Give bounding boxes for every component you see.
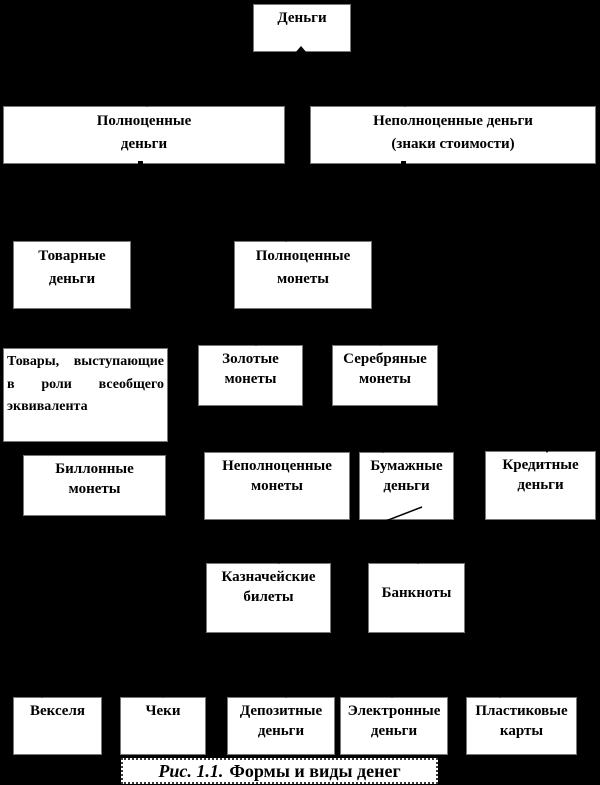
arrowhead-down-icon bbox=[542, 445, 552, 453]
node-label-line: Серебряные bbox=[343, 351, 427, 367]
node-label-line: Электронные bbox=[347, 703, 441, 719]
node-label-line: карты bbox=[499, 723, 544, 740]
arrowhead-down-icon bbox=[251, 338, 261, 346]
node-money: Деньги bbox=[253, 4, 351, 52]
node-label-line: Товарные bbox=[38, 248, 106, 264]
arrowhead-down-icon bbox=[387, 690, 397, 698]
node-label-line: Пластиковые bbox=[475, 703, 568, 719]
node-label-line: Неполноценные деньги bbox=[373, 113, 533, 129]
node-label-line: (знаки стоимости) bbox=[391, 136, 515, 153]
node-deposit-money: Депозитные деньги bbox=[227, 697, 335, 755]
node-commodity-money: Товарные деньги bbox=[13, 241, 131, 309]
figure-caption-title: Формы и виды денег bbox=[229, 760, 401, 781]
arrowhead-down-icon bbox=[400, 99, 410, 107]
node-label-line: Неполноценные bbox=[222, 458, 332, 474]
node-label-line: билеты bbox=[243, 589, 294, 606]
node-plastic-cards: Пластиковые карты bbox=[466, 697, 577, 755]
node-label-line: Золотые bbox=[222, 351, 279, 367]
node-label-line: деньги bbox=[383, 478, 430, 495]
node-label-line: деньги bbox=[257, 723, 305, 740]
node-credit-money: Кредитные деньги bbox=[485, 451, 596, 520]
node-banknotes: Банкноты bbox=[368, 563, 465, 633]
node-inferior-money: Неполноценные деньги (знаки стоимости) bbox=[310, 106, 596, 164]
figure-caption-number: Рис. 1.1. bbox=[158, 760, 224, 781]
arrowhead-down-icon bbox=[281, 234, 291, 242]
node-label-line: монеты bbox=[359, 371, 411, 388]
node-label-line: эквивалента bbox=[7, 399, 88, 415]
arrowhead-down-icon bbox=[142, 99, 152, 107]
node-label-line: деньги bbox=[48, 271, 96, 288]
node-label-line: Чеки bbox=[145, 703, 181, 719]
arrowhead-down-icon bbox=[281, 690, 291, 698]
node-label-line: деньги bbox=[370, 723, 418, 740]
node-silver-coins: Серебряные монеты bbox=[332, 345, 438, 406]
node-label-line: Биллонные bbox=[55, 461, 134, 477]
node-label-line: Полноценные bbox=[255, 248, 351, 264]
node-label-line: деньги bbox=[120, 136, 168, 153]
node-cheques: Чеки bbox=[120, 697, 206, 755]
node-label-line: монеты bbox=[68, 481, 121, 498]
node-label-line: Векселя bbox=[30, 703, 85, 719]
node-full-coins: Полноценные монеты bbox=[234, 241, 372, 309]
arrowhead-down-icon bbox=[378, 445, 388, 453]
node-label-line: Кредитные bbox=[502, 457, 579, 473]
node-label-line: Полноценные bbox=[96, 113, 192, 129]
node-goods-equivalent: Товары, выступающие в роли всеобщего эквив… bbox=[3, 348, 168, 442]
node-gold-coins: Золотые монеты bbox=[198, 345, 303, 406]
node-label-line: Деньги bbox=[277, 10, 327, 26]
arrowhead-down-icon bbox=[495, 690, 505, 698]
node-label-line: Казначейские bbox=[221, 569, 316, 585]
arrowhead-down-icon bbox=[413, 556, 423, 564]
connector-tick bbox=[401, 161, 406, 167]
line-junction-icon bbox=[295, 46, 307, 53]
arrowhead-down-icon bbox=[376, 338, 386, 346]
node-label-line: деньги bbox=[517, 477, 564, 494]
node-label-line: Товары, выступающие bbox=[7, 354, 164, 369]
connector-tick bbox=[138, 161, 143, 167]
node-electronic-money: Электронные деньги bbox=[340, 697, 448, 755]
node-label-line: монеты bbox=[277, 271, 329, 288]
node-label-line: в роли всеобщего bbox=[7, 376, 164, 392]
node-bills: Векселя bbox=[13, 697, 102, 755]
arrowhead-down-icon bbox=[158, 690, 168, 698]
node-label-line: Банкноты bbox=[381, 585, 452, 601]
node-label-line: монеты bbox=[251, 478, 303, 495]
figure-caption: Рис. 1.1. Формы и виды денег bbox=[121, 758, 438, 784]
node-inferior-coins: Неполноценные монеты bbox=[204, 452, 350, 520]
node-paper-money: Бумажные деньги bbox=[359, 452, 454, 520]
node-label-line: монеты bbox=[224, 371, 277, 388]
arrowhead-down-icon bbox=[37, 690, 47, 698]
node-billon-coins: Биллонные монеты bbox=[23, 455, 166, 516]
node-label-line: Депозитные bbox=[239, 703, 323, 719]
node-full-money: Полноценные деньги bbox=[3, 106, 285, 164]
node-label-line: Бумажные bbox=[370, 458, 443, 474]
arrowhead-down-icon bbox=[274, 556, 284, 564]
node-treasury-notes: Казначейские билеты bbox=[206, 563, 331, 633]
